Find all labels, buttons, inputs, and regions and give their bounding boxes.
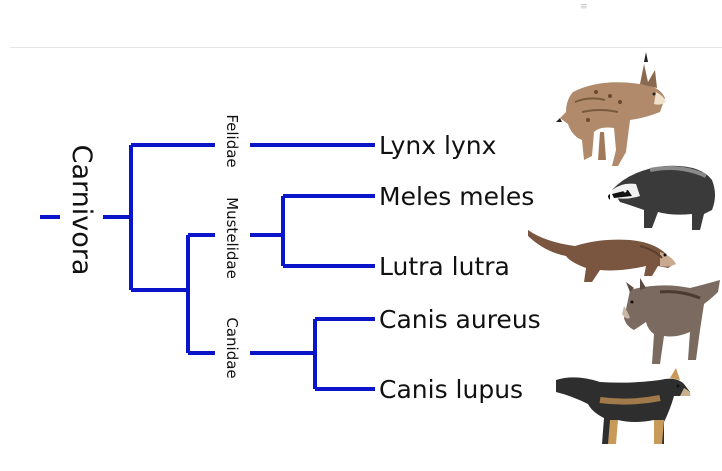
species-label-meles: Meles meles xyxy=(379,182,534,211)
lynx-picture xyxy=(556,52,666,166)
species-label-lutra: Lutra lutra xyxy=(379,252,510,281)
badger-picture xyxy=(608,165,715,230)
family-label-canidae: Canidae xyxy=(223,317,241,378)
otter-picture xyxy=(528,230,676,282)
species-label-canis-lupus: Canis lupus xyxy=(379,375,523,404)
species-label-canis-aureus: Canis aureus xyxy=(379,305,541,334)
family-label-felidae: Felidae xyxy=(223,114,241,167)
wolf-picture xyxy=(556,368,691,444)
root-label: Carnivora xyxy=(66,145,97,276)
family-label-mustelidae: Mustelidae xyxy=(223,197,241,279)
species-label-lynx: Lynx lynx xyxy=(379,131,496,160)
header-divider xyxy=(10,47,722,48)
tree-branches xyxy=(40,143,375,391)
golden-jackal-picture xyxy=(622,278,720,364)
corner-mark: ≡ xyxy=(580,2,588,12)
